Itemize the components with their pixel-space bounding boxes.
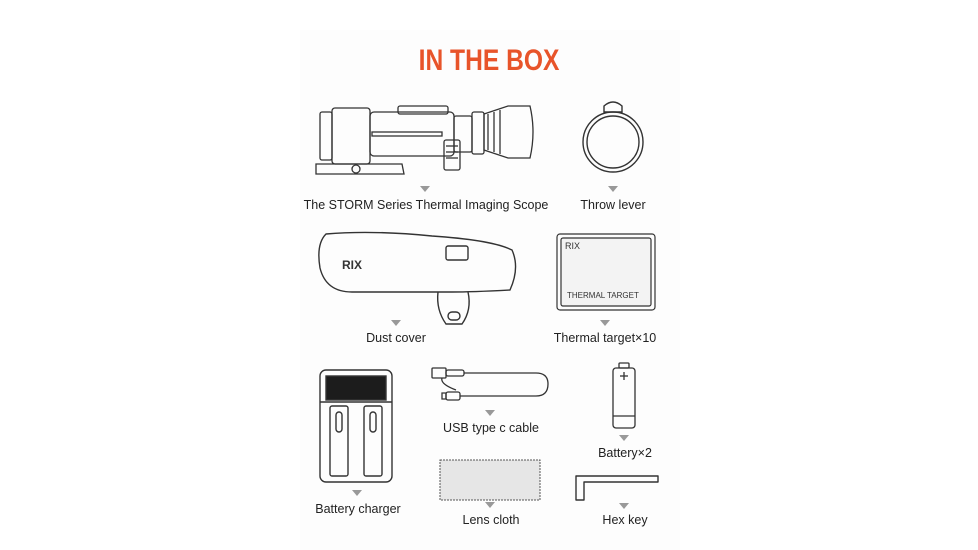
thermal-scope-image <box>315 105 534 175</box>
page-title: IN THE BOX <box>418 44 560 77</box>
usb-cable-image <box>431 367 549 401</box>
item-label-battery: Battery×2 <box>598 446 652 460</box>
item-label-hex-key: Hex key <box>602 513 648 527</box>
lens-cloth-image <box>439 459 541 501</box>
arrow-marker <box>352 490 362 496</box>
target-print-bottom: THERMAL TARGET <box>567 291 639 300</box>
battery-charger-image <box>319 369 393 483</box>
item-label-usb-cable: USB type c cable <box>443 421 539 435</box>
item-label-dust-cover: Dust cover <box>366 331 426 345</box>
arrow-marker <box>619 435 629 441</box>
arrow-marker <box>600 320 610 326</box>
battery-image <box>612 362 636 429</box>
item-label-thermal-target: Thermal target×10 <box>553 331 657 345</box>
arrow-marker <box>420 186 430 192</box>
item-label-battery-charger: Battery charger <box>315 502 401 516</box>
target-print-top: RIX <box>565 241 580 251</box>
throw-lever-image <box>582 101 644 173</box>
thermal-target-image: RIX THERMAL TARGET <box>556 233 656 311</box>
hex-key-image <box>575 475 659 501</box>
item-label-lens-cloth: Lens cloth <box>462 513 520 527</box>
arrow-marker <box>485 502 495 508</box>
item-label-throw-lever: Throw lever <box>580 198 646 212</box>
arrow-marker <box>485 410 495 416</box>
arrow-marker <box>619 503 629 509</box>
arrow-marker <box>391 320 401 326</box>
dust-cover-print: RIX <box>342 258 362 272</box>
arrow-marker <box>608 186 618 192</box>
dust-cover-image: RIX <box>318 231 517 325</box>
item-label-scope: The STORM Series Thermal Imaging Scope <box>303 198 549 212</box>
